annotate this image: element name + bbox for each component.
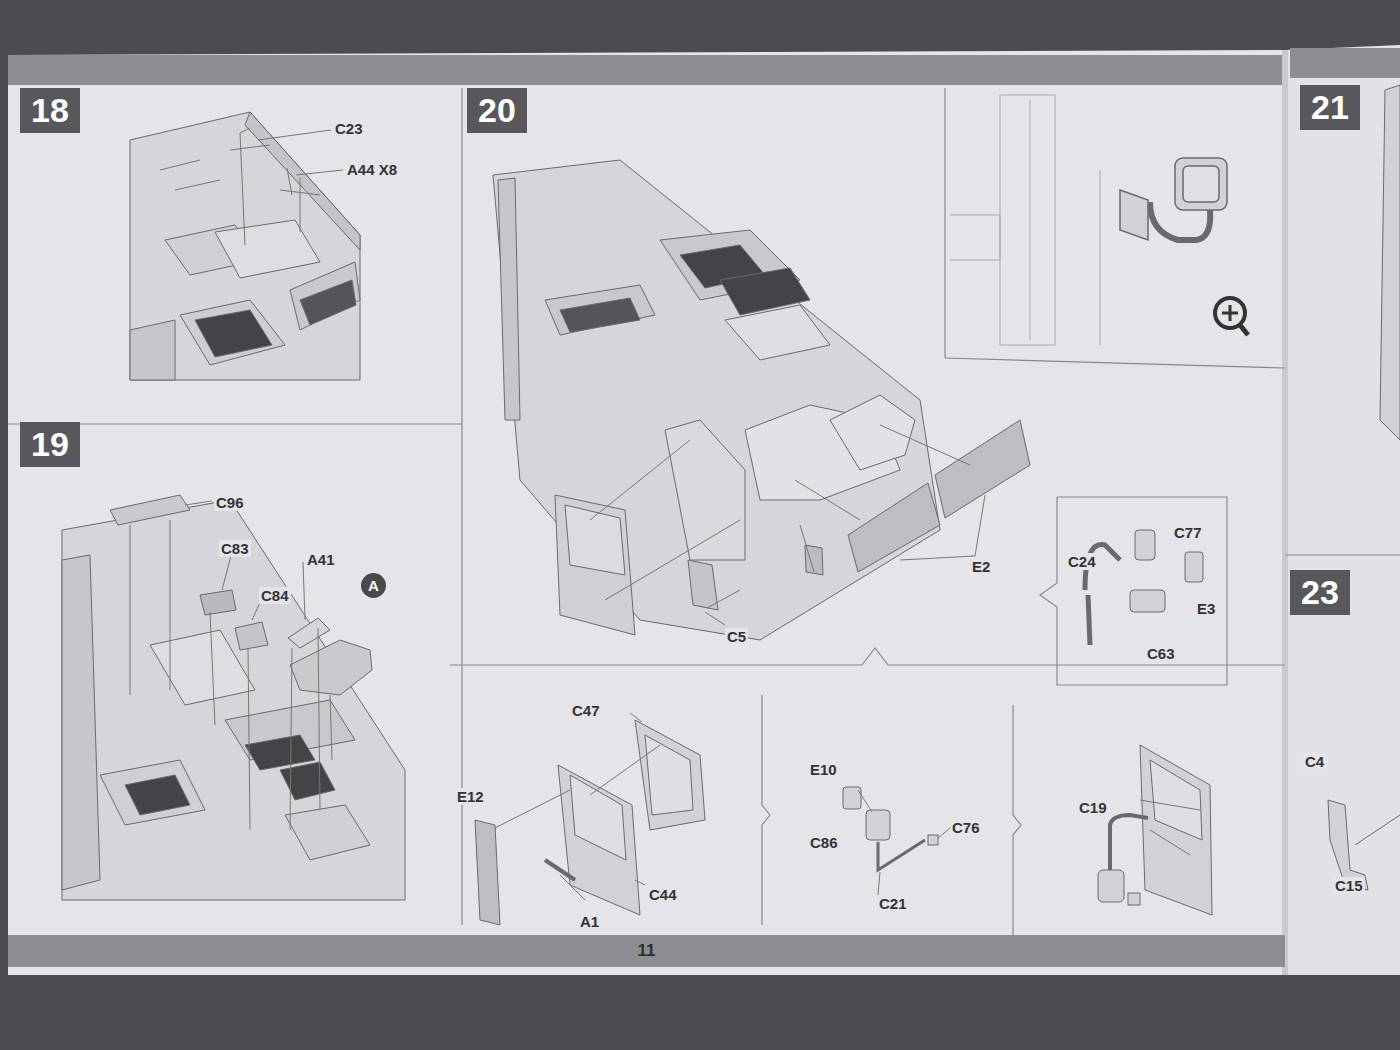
part-number: C84 [259,587,291,604]
step-label: A [368,577,379,594]
part-number: C44 [647,886,679,903]
step-label: 20 [478,91,516,130]
part-number: C19 [1077,799,1109,816]
step-label: 11 [638,941,656,961]
part-number: C47 [570,702,602,719]
step-number: 21 [1300,85,1360,130]
part-number: C23 [333,120,365,137]
part-number: C5 [725,628,748,645]
step-number: 20 [467,88,527,133]
part-number: C4 [1303,753,1326,770]
part-number: E10 [808,761,839,778]
part-number: A1 [578,913,601,930]
part-number: E3 [1195,600,1217,617]
step-label: 19 [31,425,69,464]
part-number: C86 [808,834,840,851]
part-number: C24 [1066,553,1098,570]
step-number: 23 [1290,570,1350,615]
step-number: 19 [20,422,80,467]
step-label: 23 [1301,573,1339,612]
part-number: C96 [214,494,246,511]
step-label: 21 [1311,88,1349,127]
part-number: E12 [455,788,486,805]
part-number: A41 [305,551,337,568]
subassembly-marker: A [361,573,386,598]
part-number: C21 [877,895,909,912]
step-number: 18 [20,88,80,133]
step-label: 18 [31,91,69,130]
part-number: A44 X8 [345,161,399,178]
part-number: E2 [970,558,992,575]
part-number: C83 [219,540,251,557]
page-number-band: 11 [8,935,1285,967]
part-number: C76 [950,819,982,836]
part-number: C77 [1172,524,1204,541]
part-number: C63 [1145,645,1177,662]
part-number: C15 [1333,877,1365,894]
